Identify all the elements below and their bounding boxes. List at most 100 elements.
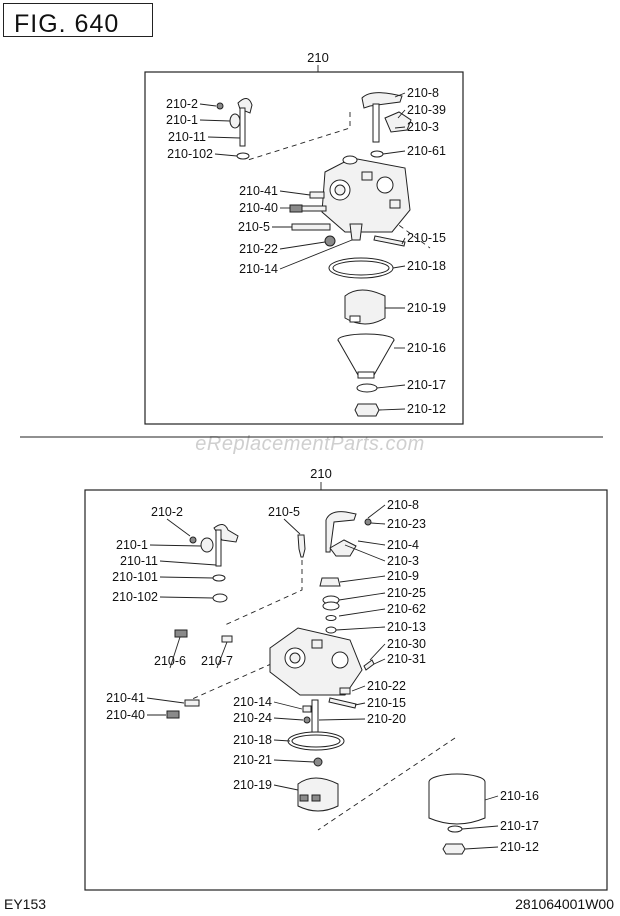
carburetor-body-lower-part	[269, 627, 363, 696]
lower-leader-210-12	[464, 846, 499, 850]
carburetor-body-part	[321, 155, 411, 241]
lower-leader-210-5	[283, 518, 301, 535]
upper-callout-210-14: 210-14	[239, 262, 278, 276]
upper-leader-210-17	[376, 384, 406, 389]
throttle-lever-lower-part	[189, 524, 239, 603]
lower-leader-210-20	[318, 718, 366, 721]
lower-callout-210-21: 210-21	[233, 753, 272, 767]
lower-callout-210-40: 210-40	[106, 708, 145, 722]
lower-leader-210-25	[338, 592, 386, 601]
lower-leader-210-24	[273, 717, 304, 721]
lower-leader-210-17	[461, 825, 499, 830]
lower-leader-210-7	[216, 641, 228, 669]
upper-callout-210-22: 210-22	[239, 242, 278, 256]
upper-callout-210-61: 210-61	[407, 144, 446, 158]
upper-assembly-number: 210	[307, 50, 329, 65]
needle-part	[297, 534, 306, 558]
lower-callout-210-5: 210-5	[268, 505, 300, 519]
lower-callout-210-20: 210-20	[367, 712, 406, 726]
upper-callout-210-12: 210-12	[407, 402, 446, 416]
lower-callout-210-13: 210-13	[387, 620, 426, 634]
lower-leader-210-4	[357, 540, 386, 546]
model-number: EY153	[4, 896, 47, 912]
upper-leader-210-15	[401, 237, 406, 245]
lower-assembly-number: 210	[310, 466, 332, 481]
lower-leader-210-21	[273, 759, 315, 763]
adjust-screws-part	[289, 191, 406, 247]
lower-leader-210-15	[354, 702, 366, 706]
lower-leader-210-62	[338, 608, 386, 617]
lower-callout-210-23: 210-23	[387, 517, 426, 531]
lower-leader-210-14	[273, 701, 303, 710]
lower-callout-210-6: 210-6	[154, 654, 186, 668]
lower-callout-210-24: 210-24	[233, 711, 272, 725]
upper-callout-210-16: 210-16	[407, 341, 446, 355]
lower-callout-210-62: 210-62	[387, 602, 426, 616]
upper-callout-210-1: 210-1	[166, 113, 198, 127]
upper-assembly-frame	[144, 71, 464, 425]
lower-leader-210-31	[373, 658, 386, 665]
upper-callout-210-11: 210-11	[168, 130, 206, 144]
upper-callout-210-40: 210-40	[239, 201, 278, 215]
upper-leader-210-102	[214, 153, 238, 157]
lower-callout-210-16: 210-16	[500, 789, 539, 803]
lower-leader-210-18	[273, 739, 291, 742]
lower-assembly-frame	[84, 489, 608, 891]
lower-assembly: 210	[84, 466, 608, 891]
bowl-nut-part	[354, 403, 380, 417]
upper-leader-210-18	[392, 265, 406, 269]
lower-leader-210-11	[159, 560, 217, 566]
bowl-nut-lower-part	[442, 843, 466, 855]
figure-label: FIG. 640	[14, 10, 120, 38]
upper-callout-210-15: 210-15	[407, 231, 446, 245]
lower-callout-210-18: 210-18	[233, 733, 272, 747]
float-lower-part	[297, 777, 339, 812]
screws-lower-part	[166, 629, 375, 737]
upper-callout-210-3: 210-3	[407, 120, 439, 134]
lower-callout-210-9: 210-9	[387, 569, 419, 583]
upper-leader-210-3	[394, 126, 406, 129]
lower-callout-210-7: 210-7	[201, 654, 233, 668]
lower-callout-210-1: 210-1	[116, 538, 148, 552]
upper-callout-210-41: 210-41	[239, 184, 278, 198]
lower-callout-210-102: 210-102	[112, 590, 158, 604]
lower-callout-210-31: 210-31	[387, 652, 426, 666]
upper-callout-210-2: 210-2	[166, 97, 198, 111]
diagram-code: 281064001W00	[515, 896, 614, 912]
upper-leader-210-12	[378, 408, 406, 411]
lower-leader-210-2	[166, 518, 191, 537]
upper-callout-210-19: 210-19	[407, 301, 446, 315]
upper-callout-210-5: 210-5	[238, 220, 270, 234]
upper-leader-210-8	[394, 92, 406, 98]
float-bowl-lower-part	[428, 773, 486, 825]
lower-callout-210-25: 210-25	[387, 586, 426, 600]
upper-leader-210-41	[279, 190, 311, 196]
lower-callout-210-15: 210-15	[367, 696, 406, 710]
upper-leader-210-14	[279, 239, 353, 270]
upper-leader-210-2	[199, 103, 217, 107]
upper-assembly: 210	[144, 50, 464, 425]
lower-leader-210-3	[344, 544, 386, 562]
lower-callout-210-2: 210-2	[151, 505, 183, 519]
pilot-jet-stack-part	[319, 577, 341, 634]
bowl-gasket-part	[356, 383, 378, 393]
lower-callout-210-14: 210-14	[233, 695, 272, 709]
lower-leader-210-16	[484, 795, 499, 801]
lower-callout-210-19: 210-19	[233, 778, 272, 792]
upper-callout-210-17: 210-17	[407, 378, 446, 392]
upper-leader-210-1	[199, 119, 231, 122]
upper-leader-210-11	[207, 136, 241, 139]
figure-label-box: FIG. 640	[3, 3, 153, 38]
lower-leader-210-23	[370, 522, 386, 525]
lower-leader-210-13	[335, 626, 386, 631]
choke-lever-part	[361, 92, 412, 158]
lower-callout-210-3: 210-3	[387, 554, 419, 568]
lower-leader-210-1	[149, 544, 202, 547]
float-part	[344, 289, 386, 325]
lower-callout-210-12: 210-12	[500, 840, 539, 854]
watermark: eReplacementParts.com	[195, 433, 425, 455]
lower-callout-210-17: 210-17	[500, 819, 539, 833]
upper-leader-210-22	[279, 241, 326, 250]
lower-callout-210-8: 210-8	[387, 498, 419, 512]
lower-leader-210-6	[169, 636, 181, 669]
